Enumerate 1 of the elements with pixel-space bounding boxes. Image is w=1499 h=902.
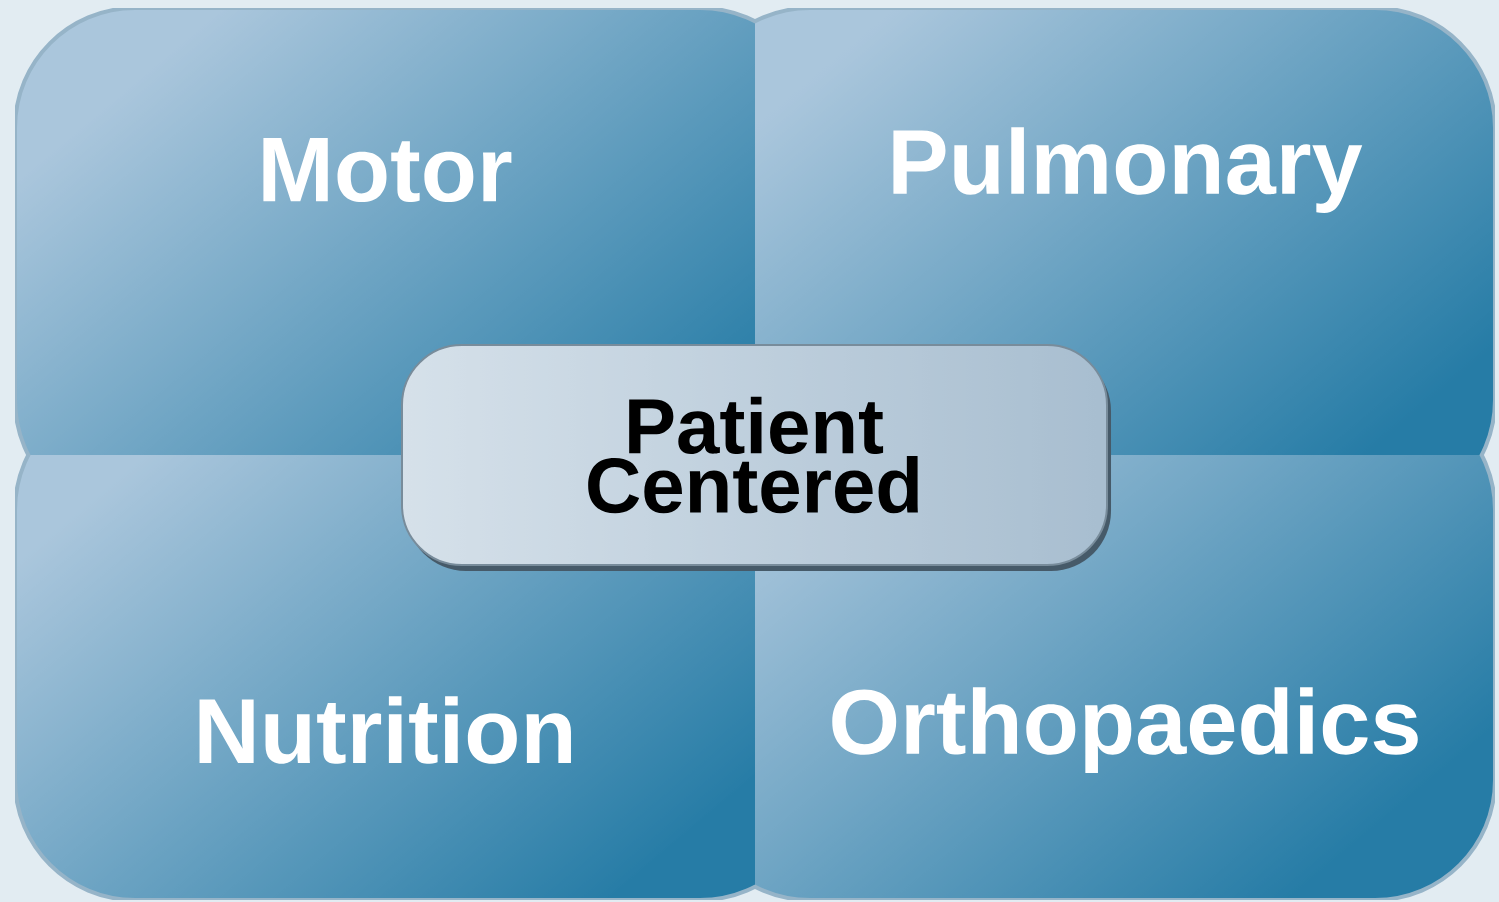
center-box: Patient Centered — [401, 344, 1111, 571]
